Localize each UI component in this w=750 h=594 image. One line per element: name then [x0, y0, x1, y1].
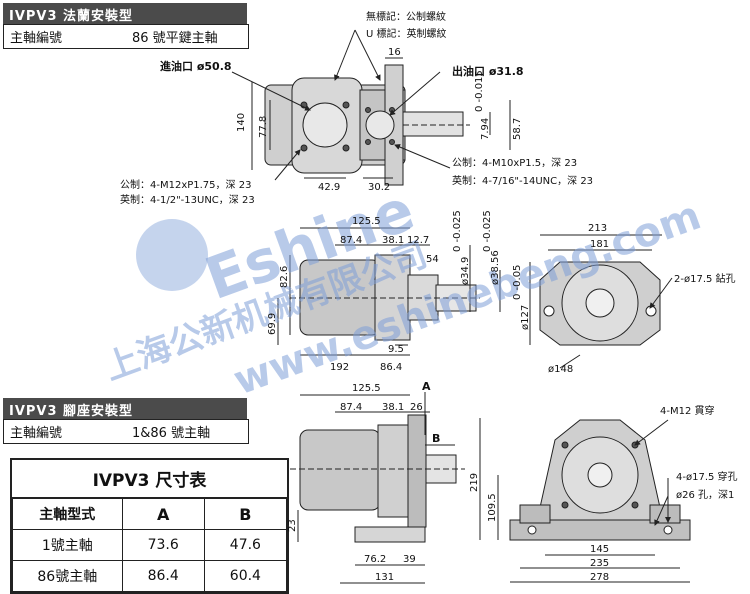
- dim-26-foot: 26: [410, 402, 423, 413]
- dia-127: ø127: [520, 305, 531, 330]
- table-cell: 47.6: [203, 529, 288, 561]
- foot-shaft-label: 主軸編號: [10, 426, 63, 441]
- dim-140: 140: [236, 113, 247, 132]
- dim-58-7: 58.7: [512, 118, 523, 140]
- table-header-row: 主軸型式 A B: [12, 498, 288, 530]
- dim-39: 39: [403, 554, 416, 565]
- hole-2-note: 2-ø17.5 鉆孔: [674, 272, 736, 285]
- dim-76-2: 76.2: [364, 554, 386, 565]
- dim-38-1-foot: 38.1: [382, 402, 404, 413]
- tol-38-56: 0 -0.025: [482, 210, 493, 252]
- tol-127: 0 -0.05: [512, 265, 523, 300]
- eshine-logo-icon: [136, 219, 208, 291]
- foot-shaft-row: 主軸編號 1&86 號主軸: [3, 419, 249, 444]
- dimension-table: 主軸型式 A B 1號主軸 73.6 47.6 86號主軸 86.4 60.4: [12, 498, 288, 592]
- dia-38-56: ø38.56: [490, 250, 501, 285]
- dimension-table-wrapper: IVPV3 尺寸表 主軸型式 A B 1號主軸 73.6 47.6 86號主軸 …: [10, 458, 289, 594]
- metric-inlet-note: 公制：4-M12xP1.75，深 23: [120, 178, 251, 191]
- dimension-table-title: IVPV3 尺寸表: [12, 460, 287, 498]
- dim-7-94-tolerance: 0 -0.015: [474, 70, 485, 112]
- table-cell: 86.4: [121, 560, 205, 592]
- hole-26-note: ø26 孔，深1: [676, 489, 734, 501]
- foot-end-view: [479, 418, 691, 583]
- imperial-outlet-note: 英制：4-7/16"-14UNC，深 23: [452, 174, 593, 187]
- dim-82-6: 82.6: [279, 266, 290, 288]
- dim-b-label: B: [432, 432, 440, 445]
- dim-12-7: 12.7: [407, 235, 429, 246]
- dim-16: 16: [388, 47, 401, 58]
- u-mark-note: U 標記：英制螺紋: [366, 27, 447, 40]
- dim-42-9: 42.9: [318, 182, 340, 193]
- table-row: 86號主軸 86.4 60.4: [12, 560, 288, 592]
- dim-23-foot: 23: [287, 519, 298, 532]
- dim-145: 145: [590, 544, 609, 555]
- outlet-label: 出油口 ø31.8: [452, 64, 524, 78]
- flange-side-view: [277, 227, 531, 356]
- metric-outlet-note: 公制：4-M10xP1.5，深 23: [452, 156, 577, 169]
- tol-34-9: 0 -0.025: [452, 210, 463, 252]
- dim-109-5: 109.5: [487, 493, 498, 522]
- flange-front-view: [231, 29, 511, 186]
- dim-219: 219: [469, 473, 480, 492]
- dim-77-8: 77.8: [258, 116, 269, 138]
- dim-7-94: 7.94: [480, 118, 491, 140]
- flange-section-title: IVPV3 法蘭安裝型: [3, 3, 247, 26]
- flange-end-view: [539, 234, 673, 369]
- dim-38-1: 38.1: [382, 235, 404, 246]
- dim-a-label: A: [422, 380, 431, 393]
- hole-4-note: 4-ø17.5 穿孔: [676, 470, 738, 483]
- dim-30-2: 30.2: [368, 182, 390, 193]
- inlet-label: 進油口 ø50.8: [160, 59, 232, 73]
- dim-87-4: 87.4: [340, 235, 362, 246]
- dim-131: 131: [375, 572, 394, 583]
- flange-shaft-value: 86 號平鍵主軸: [132, 31, 218, 46]
- dim-69-9: 69.9: [267, 313, 278, 335]
- table-cell: 73.6: [121, 529, 205, 561]
- dim-278: 278: [590, 572, 609, 583]
- flange-shaft-label: 主軸編號: [10, 31, 63, 46]
- dim-9-5: 9.5: [388, 344, 404, 355]
- dim-192: 192: [330, 362, 349, 373]
- dim-54: 54: [426, 254, 439, 265]
- dia-34-9: ø34.9: [460, 257, 471, 285]
- dim-181: 181: [590, 239, 609, 250]
- imperial-inlet-note: 英制：4-1/2"-13UNC，深 23: [120, 193, 255, 206]
- foot-shaft-value: 1&86 號主軸: [132, 426, 211, 441]
- dim-235: 235: [590, 558, 609, 569]
- table-header-cell: A: [121, 498, 205, 530]
- m12-through-note: 4-M12 貫穿: [660, 404, 715, 417]
- dim-125-5: 125.5: [352, 216, 381, 227]
- foot-side-view: [290, 392, 465, 584]
- dia-148-label: ø148: [548, 364, 573, 375]
- flange-shaft-row: 主軸編號 86 號平鍵主軸: [3, 24, 249, 49]
- dim-125-5-foot: 125.5: [352, 383, 381, 394]
- foot-section-title: IVPV3 腳座安裝型: [3, 398, 247, 421]
- table-cell: 86號主軸: [12, 560, 123, 592]
- table-cell: 60.4: [203, 560, 288, 592]
- dim-87-4-foot: 87.4: [340, 402, 362, 413]
- no-mark-note: 無標記：公制螺紋: [366, 10, 446, 23]
- dim-86-4: 86.4: [380, 362, 402, 373]
- table-row: 1號主軸 73.6 47.6: [12, 529, 288, 561]
- dim-213: 213: [588, 223, 607, 234]
